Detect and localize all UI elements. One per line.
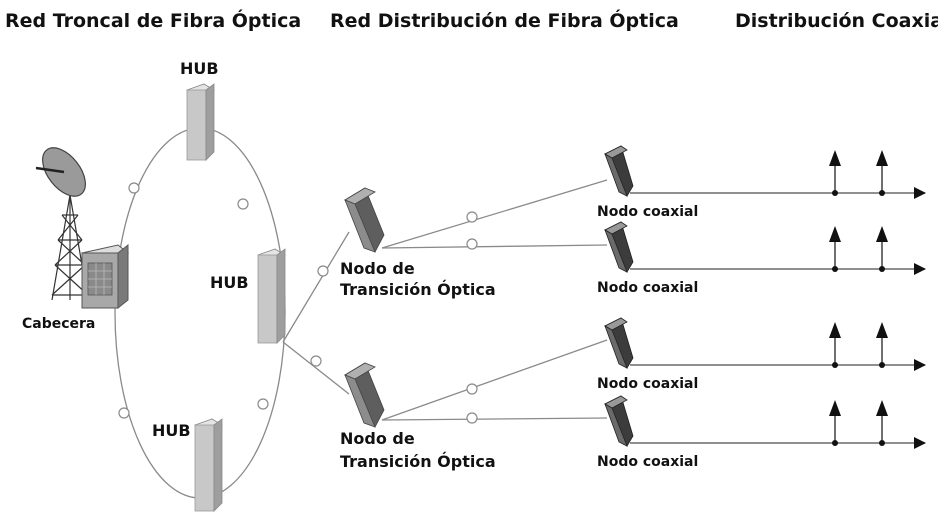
fiber-link [381,244,608,249]
splice-point [128,182,140,194]
coax-node-label: Nodo coaxial [597,376,698,392]
satellite-dish-tower-icon [35,147,89,301]
fiber-link [381,417,608,421]
hub-label: HUB [180,59,219,78]
coax-node-device [604,145,634,197]
section-title-trunk: Red Troncal de Fibra Óptica [5,8,301,32]
splice-point [466,412,478,424]
coax-node-device [604,221,634,273]
section-title-distribution: Red Distribución de Fibra Óptica [330,8,679,32]
coax-node-label: Nodo coaxial [597,454,698,470]
splice-point [466,238,478,250]
fiber-link [381,179,608,249]
fiber-link [381,339,608,421]
section-title-coax: Distribución Coaxial [735,10,938,32]
coax-node-label: Nodo coaxial [597,280,698,296]
fiber-link [282,341,350,395]
transition-node-device [344,362,385,428]
coax-node-device [604,317,634,369]
hub-device [257,248,286,344]
transition-node-label: Transición Óptica [340,452,496,471]
fiber-link [282,231,350,343]
headend-building-icon [80,243,130,310]
transition-node-label: Transición Óptica [340,280,496,299]
coax-node-label: Nodo coaxial [597,204,698,220]
splice-point [466,211,478,223]
splice-point [118,407,130,419]
splice-point [317,265,329,277]
splice-point [237,198,249,210]
hub-label: HUB [210,273,249,292]
coax-line [630,226,926,275]
coax-line [630,400,926,449]
splice-point [257,398,269,410]
coax-node-device [604,395,634,447]
hub-device [194,418,223,512]
headend-label: Cabecera [22,316,95,332]
hub-label: HUB [152,421,191,440]
splice-point [310,355,322,367]
transition-node-label: Nodo de [340,429,415,448]
hub-device [186,83,215,161]
coax-line [630,150,926,199]
coax-line [630,322,926,371]
splice-point [466,383,478,395]
transition-node-device [344,187,385,253]
transition-node-label: Nodo de [340,259,415,278]
